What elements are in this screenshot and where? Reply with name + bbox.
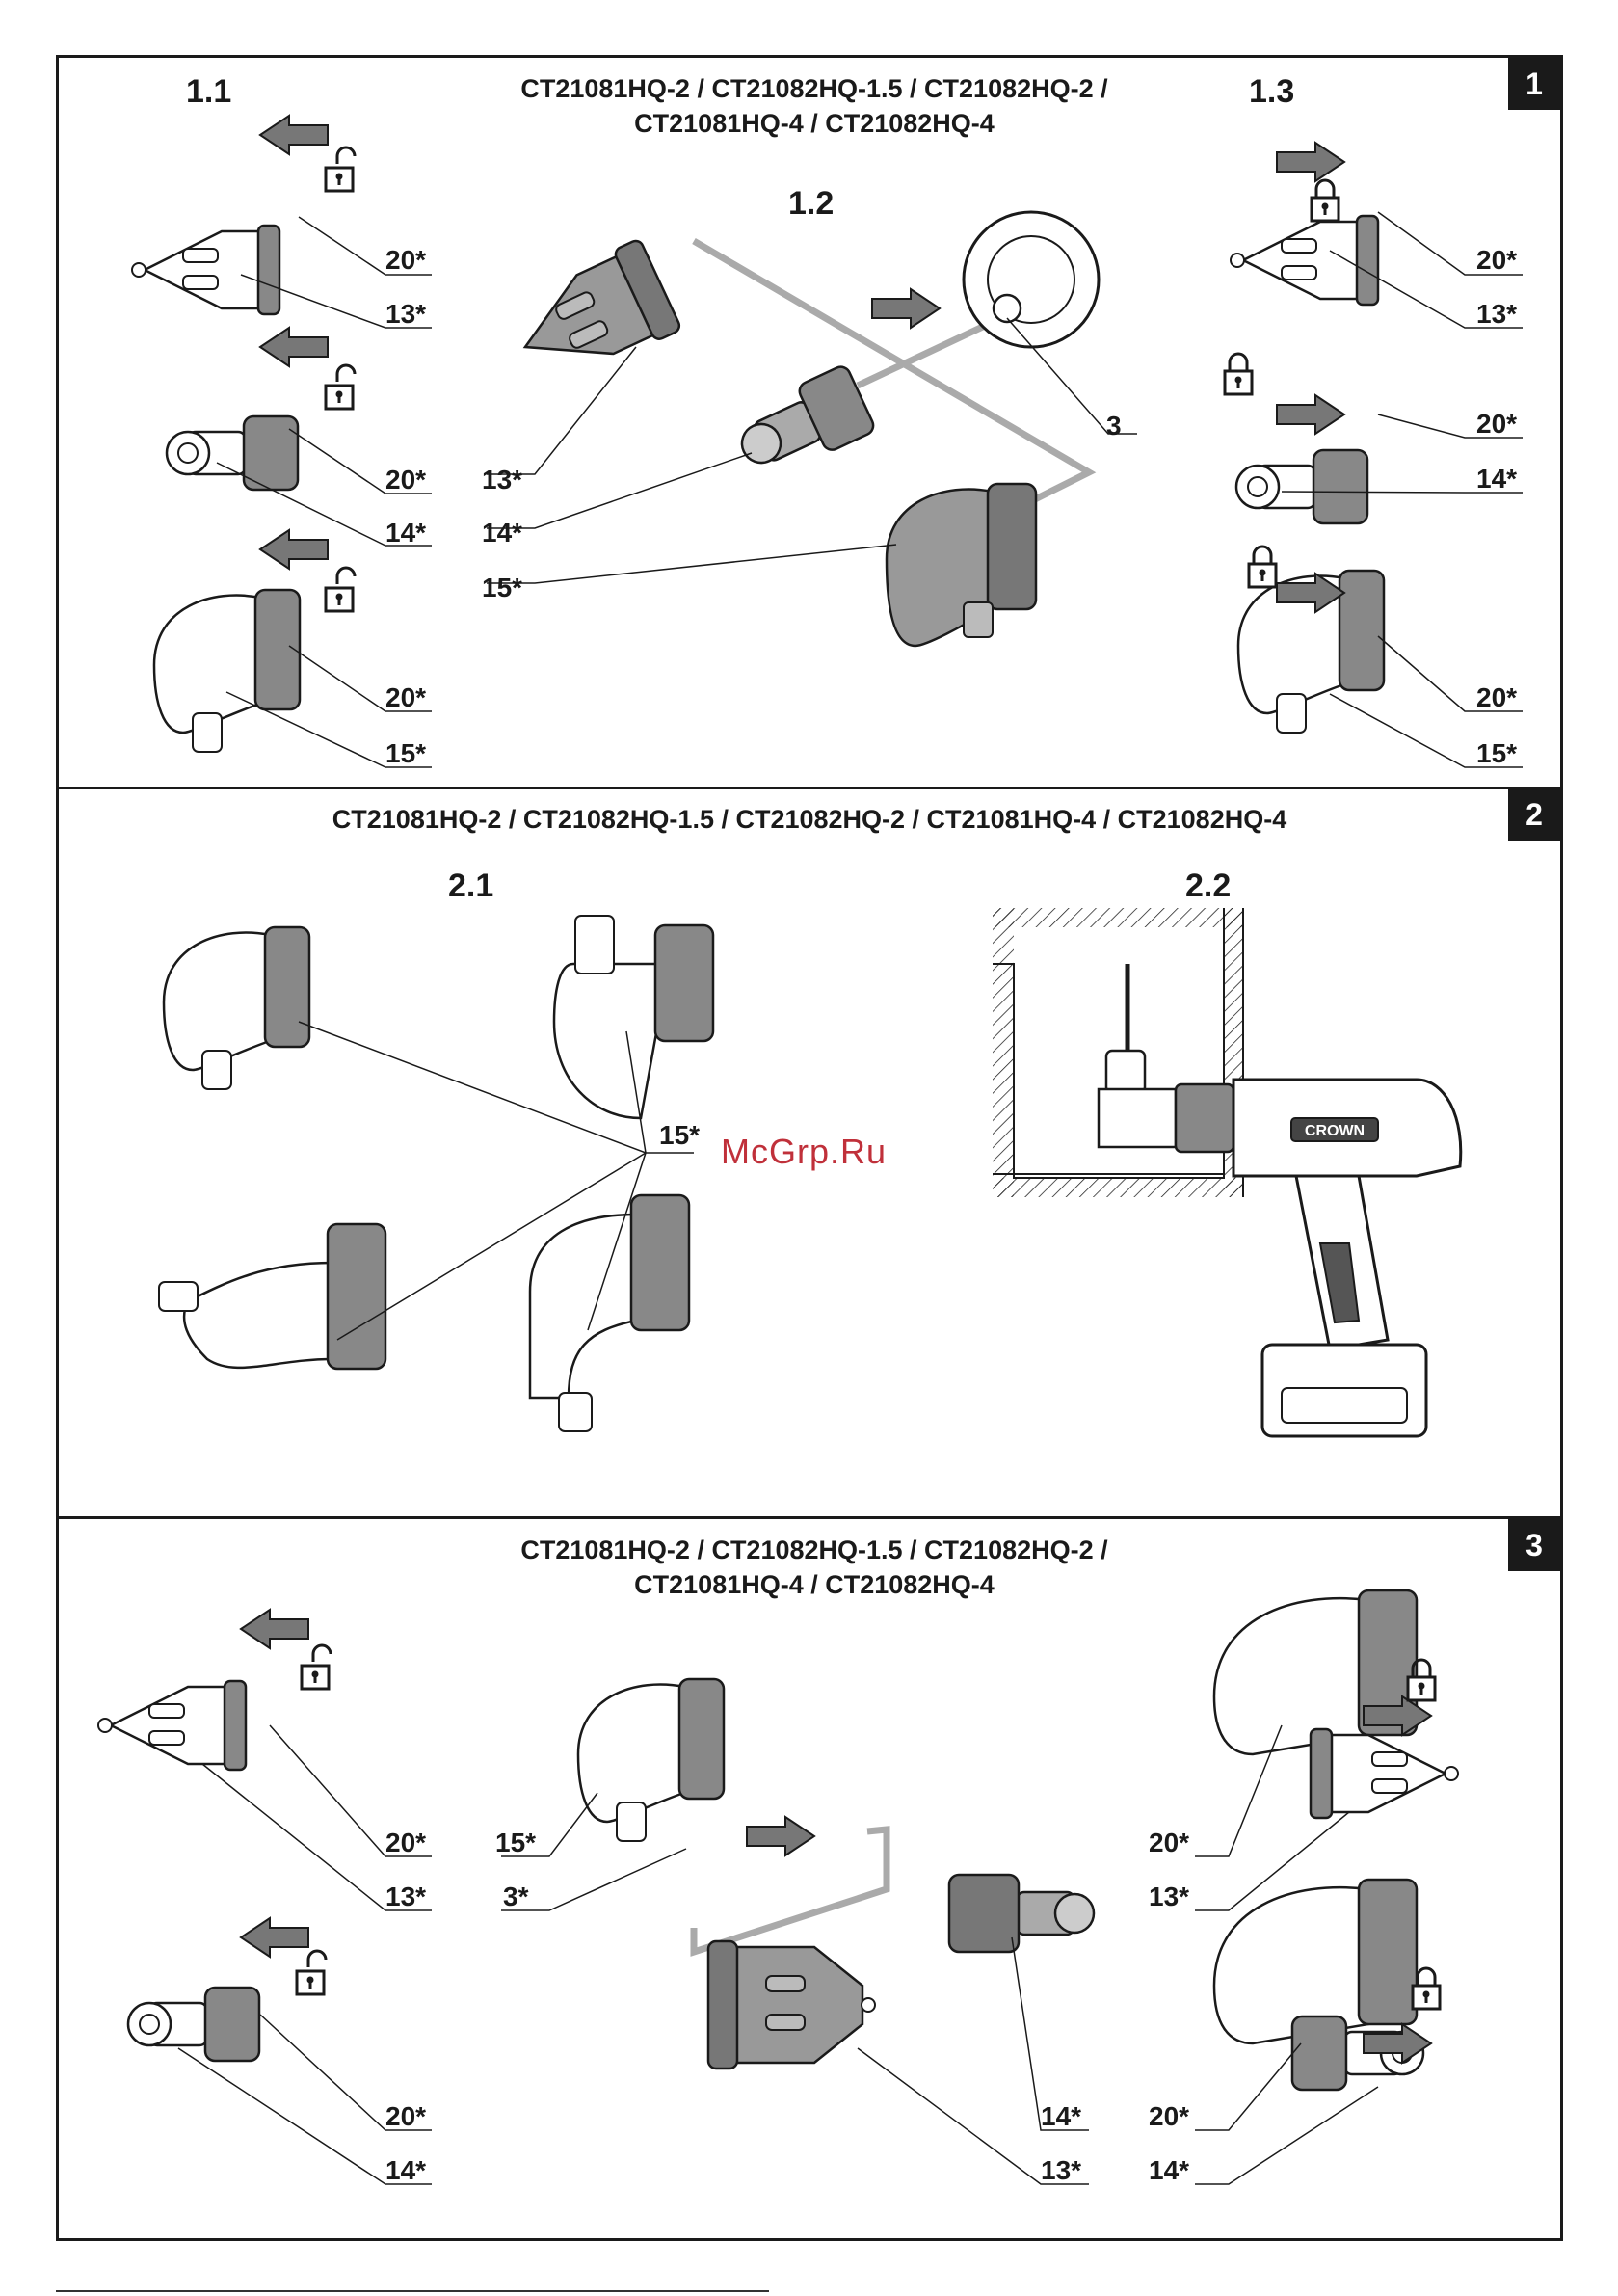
section-3-right-diagram <box>1195 1589 1460 2185</box>
step-label-1-2: 1.2 <box>788 185 835 222</box>
part-label: 13* <box>1476 299 1518 329</box>
part-label: 13* <box>385 299 427 329</box>
step-1-2-diagram <box>487 210 1137 648</box>
part-label: 14* <box>385 2155 427 2185</box>
heading-line: CT21081HQ-4 / CT21082HQ-4 <box>634 1570 995 1599</box>
step-1-1-diagram <box>130 115 432 768</box>
heading-line: CT21081HQ-2 / CT21082HQ-1.5 / CT21082HQ-… <box>520 74 1108 103</box>
part-label: 14* <box>1149 2155 1190 2185</box>
watermark: McGrp.Ru <box>721 1132 888 1171</box>
part-label: 20* <box>385 245 427 275</box>
part-label: 20* <box>1149 2101 1190 2131</box>
section-3-badge: 3 <box>1508 1519 1560 1571</box>
part-label: 15* <box>659 1120 701 1150</box>
section-3-center-diagram <box>501 1677 1096 2185</box>
step-2-1-diagram <box>158 915 715 1432</box>
part-label: 20* <box>385 2101 427 2131</box>
part-label: 20* <box>1476 409 1518 439</box>
part-label: 14* <box>1041 2101 1082 2131</box>
section-3-heading: CT21081HQ-2 / CT21082HQ-1.5 / CT21082HQ-… <box>424 1533 1205 1602</box>
section-3-left-diagram <box>96 1609 432 2185</box>
step-label-2-1: 2.1 <box>448 868 494 904</box>
drill-brand-text: CROWN <box>1305 1123 1365 1139</box>
step-label-1-1: 1.1 <box>186 73 232 110</box>
part-label: 13* <box>385 1882 427 1911</box>
part-label: 20* <box>385 682 427 712</box>
step-label-1-3: 1.3 <box>1249 73 1295 110</box>
part-label: 13* <box>1149 1882 1190 1911</box>
footer-rule <box>56 2290 769 2292</box>
step-2-2-diagram: CROWN <box>993 908 1463 1438</box>
part-label: 15* <box>495 1828 537 1857</box>
part-label: 13* <box>482 465 523 494</box>
part-label: 14* <box>385 518 427 547</box>
part-label: 15* <box>482 573 523 602</box>
heading-line: CT21081HQ-2 / CT21082HQ-1.5 / CT21082HQ-… <box>520 1535 1108 1564</box>
section-1-badge: 1 <box>1508 58 1560 110</box>
part-label: 20* <box>1476 245 1518 275</box>
part-label: 20* <box>1149 1828 1190 1857</box>
part-label: 20* <box>385 1828 427 1857</box>
section-2-heading: CT21081HQ-2 / CT21082HQ-1.5 / CT21082HQ-… <box>332 805 1287 834</box>
section-divider <box>56 787 1563 789</box>
part-label: 15* <box>1476 738 1518 768</box>
part-label: 20* <box>1476 682 1518 712</box>
step-1-3-diagram <box>1223 142 1523 768</box>
section-1-heading: CT21081HQ-2 / CT21082HQ-1.5 / CT21082HQ-… <box>424 71 1205 141</box>
section-divider <box>56 1516 1563 1519</box>
part-label: 3* <box>503 1882 529 1911</box>
section-2-badge: 2 <box>1508 788 1560 841</box>
part-label: 14* <box>482 518 523 547</box>
step-label-2-2: 2.2 <box>1185 868 1232 904</box>
heading-line: CT21081HQ-4 / CT21082HQ-4 <box>634 109 995 138</box>
page-frame <box>56 55 1563 2241</box>
part-label: 14* <box>1476 464 1518 494</box>
part-label: 20* <box>385 465 427 494</box>
part-label: 15* <box>385 738 427 768</box>
part-label: 13* <box>1041 2155 1082 2185</box>
